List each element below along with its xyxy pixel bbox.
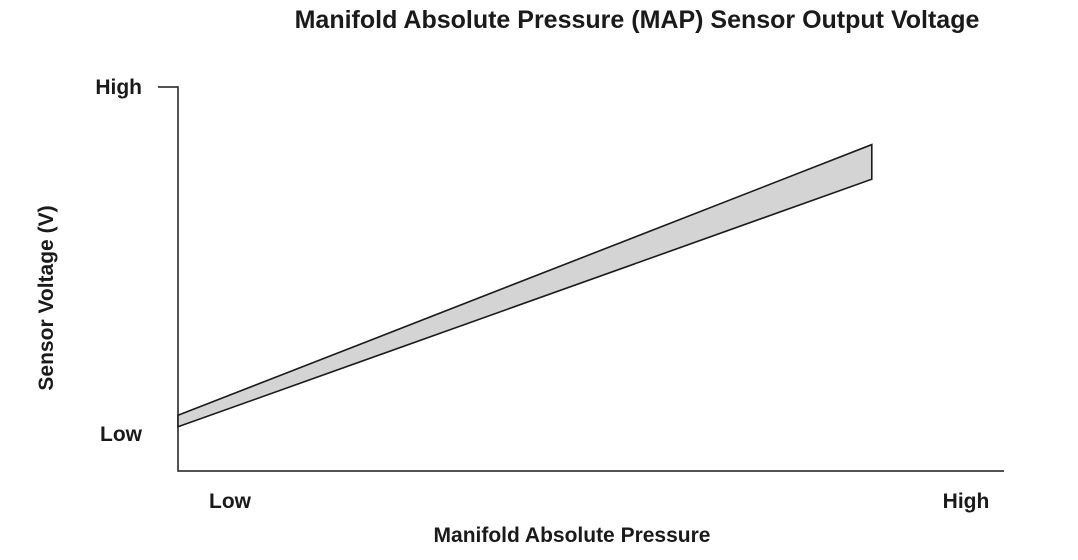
y-tick-label-low: Low xyxy=(100,423,143,446)
x-axis-ticks: Low High xyxy=(209,490,989,513)
chart-axes xyxy=(158,86,1004,472)
y-axis-label: Sensor Voltage (V) xyxy=(35,205,58,390)
y-axis-ticks: Low High xyxy=(95,76,142,446)
x-tick-label-high: High xyxy=(943,490,990,513)
y-tick-label-high: High xyxy=(95,76,142,99)
x-axis-label: Manifold Absolute Pressure xyxy=(434,524,711,547)
x-tick-label-low: Low xyxy=(209,490,252,513)
chart-title: Manifold Absolute Pressure (MAP) Sensor … xyxy=(295,6,980,34)
voltage-range-band xyxy=(177,143,873,428)
